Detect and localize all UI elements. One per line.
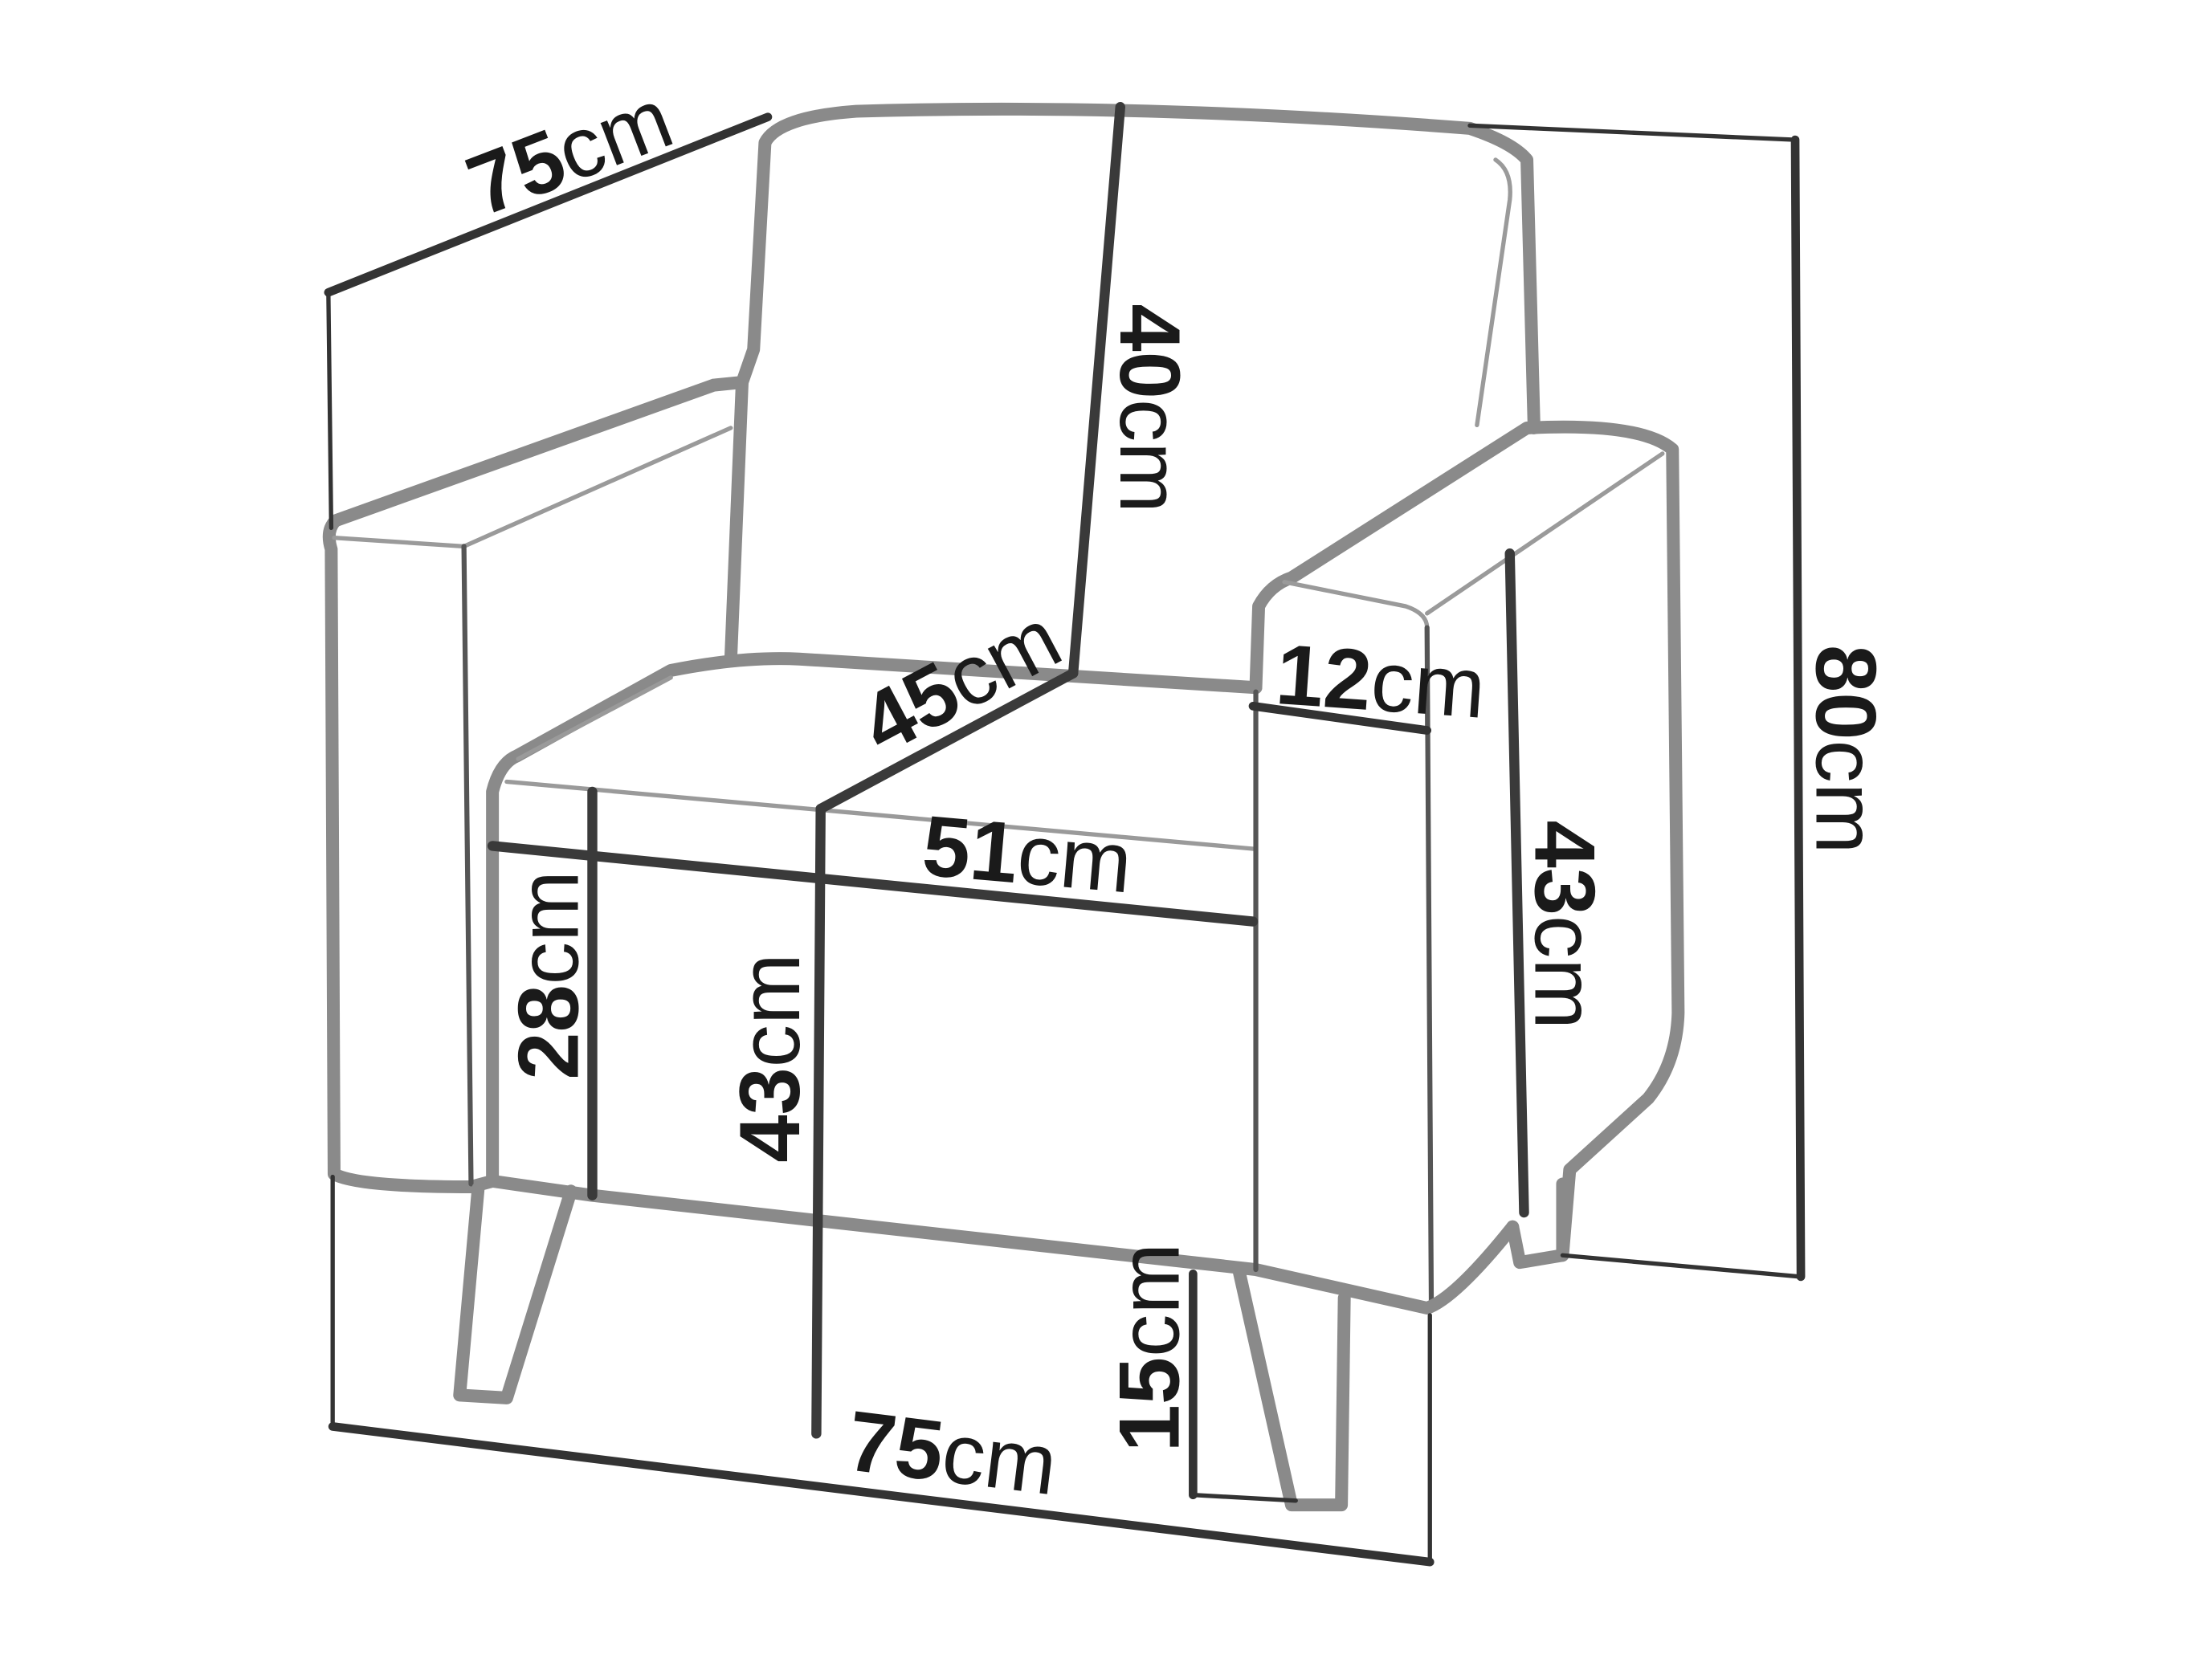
dimension-lines xyxy=(324,102,1806,1567)
label-seat-depth: 45cm xyxy=(846,589,1075,772)
right-arm-side xyxy=(1424,625,1435,1308)
label-depth-top: 75cm xyxy=(455,70,684,234)
backrest-outline xyxy=(724,102,1541,667)
label-total-height: 80cm xyxy=(1798,645,1894,854)
seat-outline xyxy=(486,652,1263,1188)
label-leg-height: 15cm xyxy=(1102,1243,1198,1453)
label-seat-width: 51cm xyxy=(919,797,1136,911)
label-arm-height: 43cm xyxy=(1517,820,1613,1029)
front-base-outline xyxy=(486,1174,1520,1315)
label-back-height: 40cm xyxy=(1102,304,1198,513)
left-arm-front xyxy=(461,544,474,1187)
right-arm-outline xyxy=(1249,420,1685,1270)
label-arm-width: 12cm xyxy=(1273,626,1488,736)
label-width-bottom: 75cm xyxy=(843,1392,1062,1513)
label-inner-height: 28cm xyxy=(501,870,597,1080)
right-leg xyxy=(1232,1263,1351,1512)
label-seat-height: 43cm xyxy=(722,953,818,1163)
left-leg xyxy=(453,1181,577,1404)
